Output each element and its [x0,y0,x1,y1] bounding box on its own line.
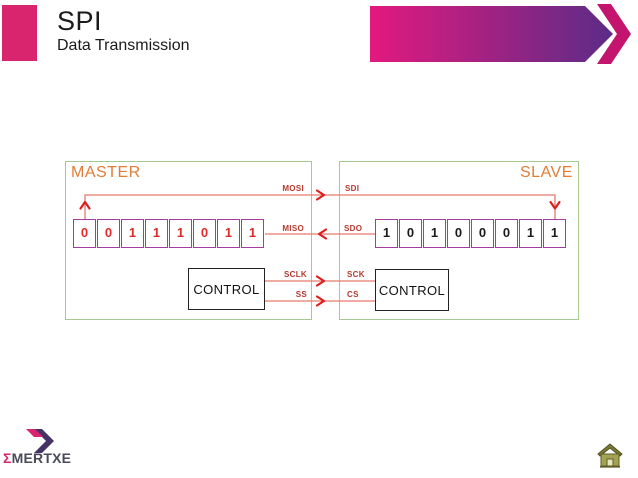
signal-label-miso: MISO [282,224,304,233]
right-arrow-icon [315,275,326,287]
logo-sigma: Σ [3,450,12,466]
accent-block [2,5,37,61]
house-icon [597,443,623,468]
page-title: SPI [57,6,103,36]
register-bit: 1 [145,219,168,248]
register-bit: 0 [97,219,120,248]
register-bit: 1 [241,219,264,248]
register-bit: 0 [495,219,518,248]
home-action-button[interactable] [596,442,624,469]
logo-word: MERTXE [11,450,72,466]
signal-label-sdo: SDO [344,224,363,233]
register-bit: 1 [217,219,240,248]
right-arrow-icon [315,295,326,307]
master-label: MASTER [71,164,141,181]
register-bit: 1 [375,219,398,248]
register-bit: 1 [423,219,446,248]
master-control-label: CONTROL [193,281,260,297]
signal-label-sclk: SCLK [284,270,307,279]
emertxe-logo: ΣMERTXE [3,429,93,469]
register-bit: 0 [73,219,96,248]
slave-control-label: CONTROL [378,282,446,298]
register-bit: 1 [121,219,144,248]
register-bit: 0 [447,219,470,248]
register-bit: 1 [543,219,566,248]
signal-label-sck: SCK [347,270,365,279]
signal-label-cs: CS [347,290,359,299]
chevron-banner-icon [370,4,631,64]
logo-text: ΣMERTXE [3,450,71,466]
signal-label-mosi: MOSI [282,184,304,193]
right-arrow-icon [315,189,326,201]
register-bit: 1 [519,219,542,248]
slave-control-box: CONTROL [375,269,449,311]
register-bit: 1 [169,219,192,248]
left-arrow-icon [317,228,328,240]
signal-label-sdi: SDI [345,184,360,193]
register-bit: 0 [399,219,422,248]
slave-label: SLAVE [520,164,573,181]
register-bit: 0 [193,219,216,248]
signal-label-ss: SS [295,290,307,299]
master-control-box: CONTROL [188,268,265,310]
double-chevron-icon [26,429,54,453]
page-subtitle: Data Transmission [57,37,190,54]
register-bit: 0 [471,219,494,248]
